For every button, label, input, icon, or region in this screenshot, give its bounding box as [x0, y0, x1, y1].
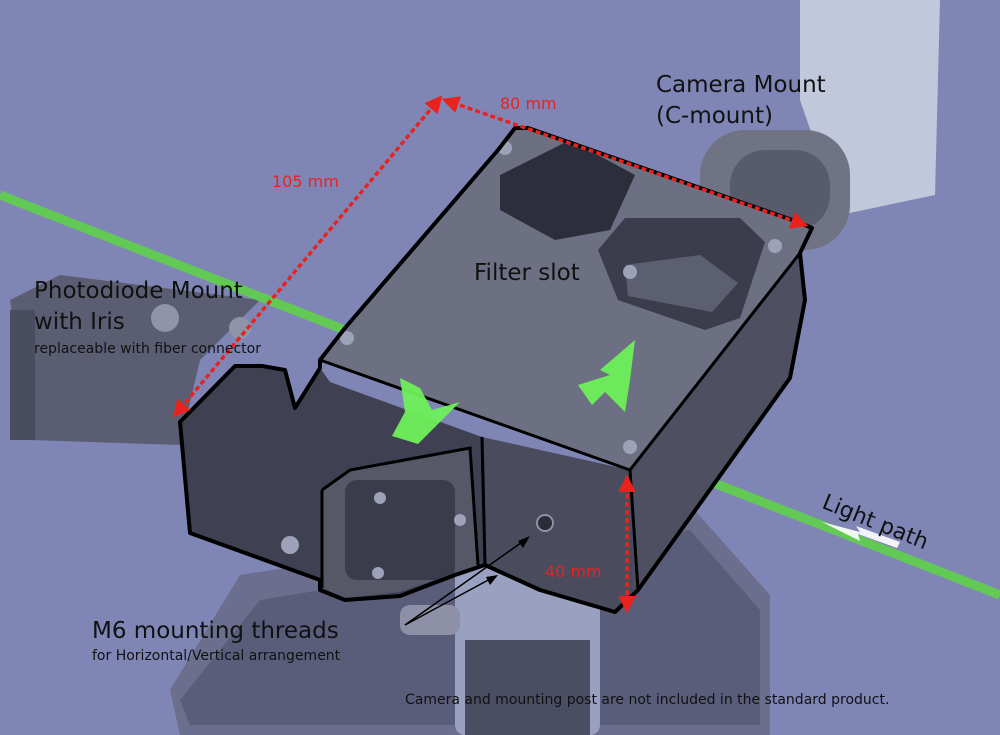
m6-threads-sublabel: for Horizontal/Vertical arrangement: [92, 648, 341, 664]
footer-note: Camera and mounting post are not include…: [405, 692, 890, 708]
m6-pointer-head-1: [518, 536, 530, 548]
photodiode-mount-label: Photodiode Mount: [34, 278, 243, 304]
post-base: [465, 640, 590, 735]
screw-top-2: [768, 239, 782, 253]
screw-iris-1: [374, 492, 386, 504]
dimension-label-height: 40 mm: [545, 562, 602, 581]
dimension-label-width: 80 mm: [500, 94, 557, 113]
photodiode-screw-1: [151, 304, 179, 332]
camera-mount-sublabel: (C-mount): [656, 103, 773, 129]
filter-slot-label: Filter slot: [474, 260, 580, 286]
device-front-face: [482, 437, 638, 612]
direction-arrow-up-icon: [578, 340, 635, 412]
screw-iris-2: [454, 514, 466, 526]
block-divider: [480, 436, 487, 566]
m6-threads-label: M6 mounting threads: [92, 618, 339, 644]
m6-pointer-head-2: [486, 575, 498, 585]
iris-plate-outline: [320, 446, 480, 588]
light-path-arrow-icon: [822, 522, 900, 548]
photodiode-mount-sublabel: with Iris: [34, 309, 125, 335]
iris-window: [345, 480, 455, 580]
m6-thread-hole: [536, 514, 554, 532]
screw-lower-1: [281, 536, 299, 554]
photodiode-side: [10, 310, 35, 440]
m6-pointer-line-1: [404, 539, 526, 626]
screw-top-4: [623, 440, 637, 454]
device-right-face: [630, 253, 805, 590]
screw-iris-3: [372, 567, 384, 579]
filter-slot-inner: [625, 255, 738, 312]
camera-mount-label: Camera Mount: [656, 72, 826, 98]
m6-pointer-line-2: [404, 577, 493, 626]
post-screw: [400, 605, 460, 635]
dimension-label-length: 105 mm: [272, 172, 339, 191]
dimension-arrow-length: [172, 95, 443, 418]
photodiode-mount-note: replaceable with fiber connector: [34, 341, 261, 357]
screw-filter: [623, 265, 637, 279]
